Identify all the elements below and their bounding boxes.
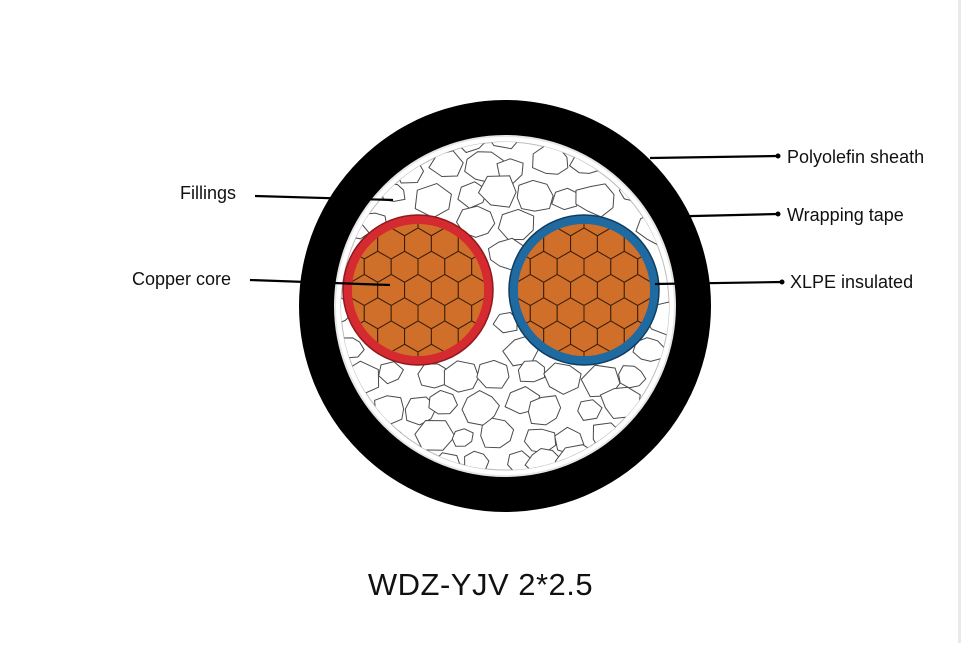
filling-fiber [428,150,464,178]
filling-fiber [543,362,582,395]
label-xlpe-insulated: XLPE insulated [790,272,914,292]
filling-fiber [577,399,603,421]
leader-line-xlpe-insulated [654,280,783,286]
filling-fiber [451,428,474,447]
leader-line-polyolefin-sheath [649,154,779,160]
label-fillings: Fillings [180,183,237,203]
filling-fiber [414,419,456,451]
filling-fiber [551,187,581,211]
filling-fiber [477,175,517,208]
leader-line-wrapping-tape [651,212,779,219]
filling-fiber [417,363,450,389]
filling-fiber [485,142,523,150]
copper-strand [390,343,419,356]
leader-line-copper-core [249,278,391,287]
copper-strand [583,343,612,356]
label-polyolefin-sheath: Polyolefin sheath [787,147,925,167]
leader-dot-xlpe-insulated [779,279,785,285]
copper-strand [417,343,446,356]
cable-model-title: WDZ-YJV 2*2.5 [367,567,594,602]
copper-strand [556,343,585,356]
filling-fiber [527,395,562,426]
leader-dot-polyolefin-sheath [775,153,781,159]
filling-fiber [455,205,496,238]
filling-fiber [476,359,510,389]
filling-fiber [517,360,546,383]
leader-line-fillings [254,194,394,202]
window-edge [958,0,961,643]
filling-fiber [461,390,500,427]
label-copper-core: Copper core [132,269,232,289]
filling-fiber [480,417,515,449]
label-wrapping-tape: Wrapping tape [787,205,904,225]
filling-fiber [618,365,647,389]
leader-dot-wrapping-tape [775,211,781,217]
filling-fiber [575,183,615,218]
filling-fiber [497,208,535,241]
filling-fiber [428,389,459,415]
filling-fiber [516,179,554,212]
filling-fiber [532,144,569,175]
filling-fiber [443,360,480,393]
